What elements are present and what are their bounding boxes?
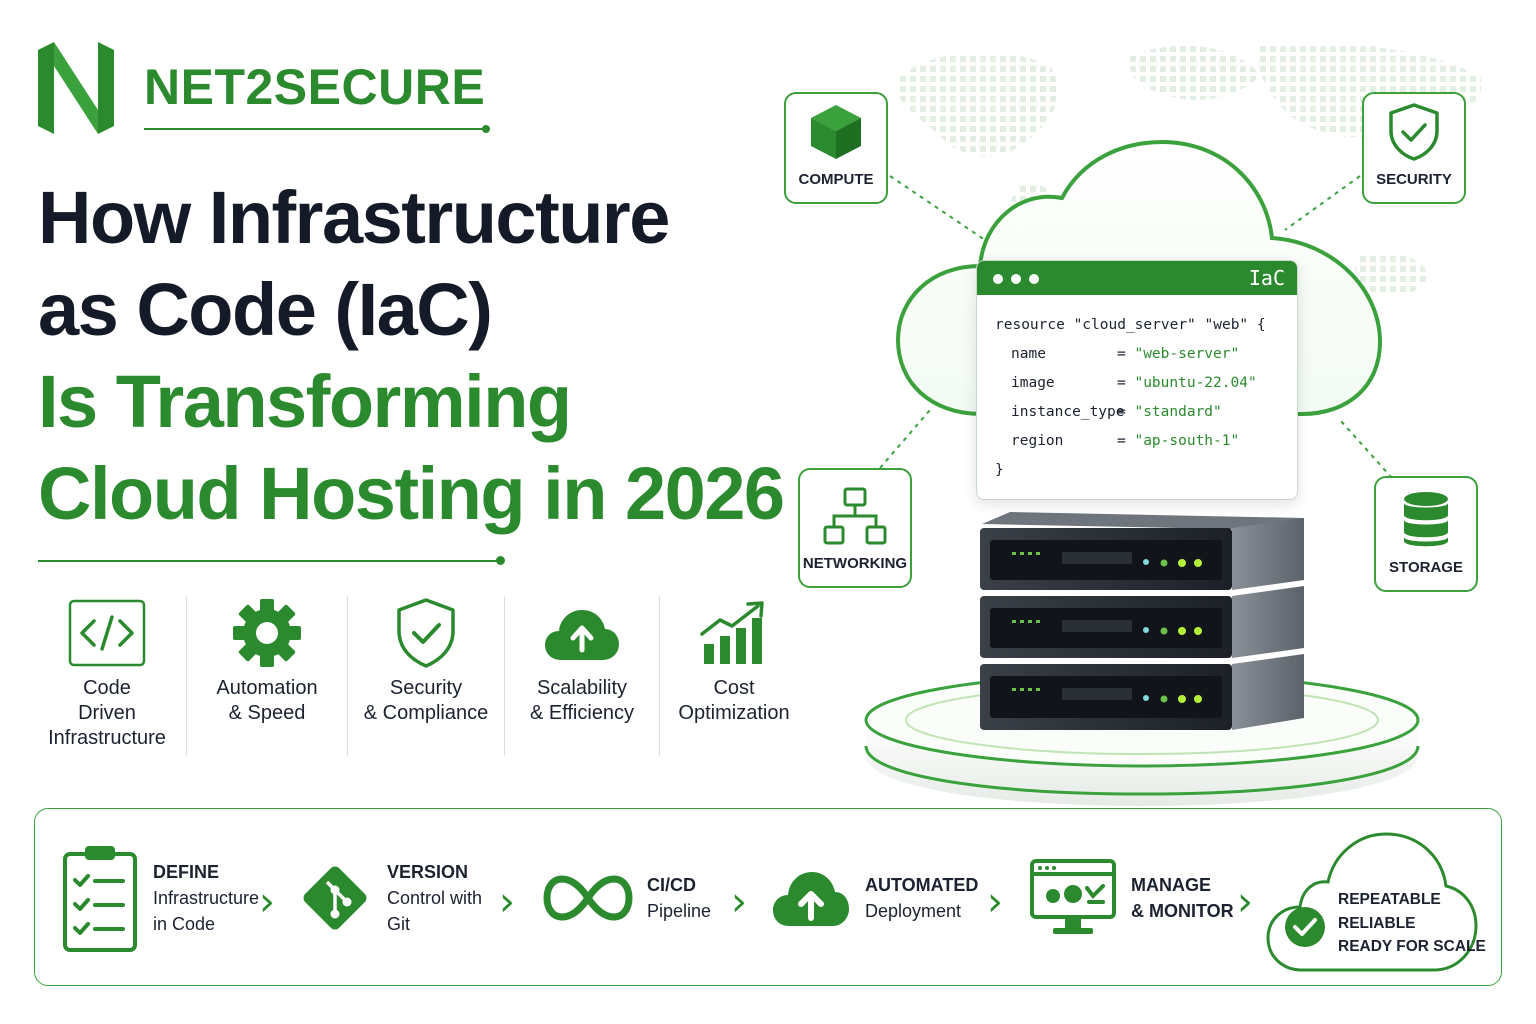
code-line: name= "web-server" (1011, 346, 1240, 362)
code-window-tag: IaC (1248, 266, 1285, 290)
shield-check-icon (1389, 103, 1439, 161)
code-line: image= "ubuntu-22.04" (1011, 375, 1257, 391)
flow-step-text: CI/CD Pipeline (647, 875, 712, 921)
code-line: } (995, 462, 1004, 478)
networking-label: NETWORKING (802, 555, 908, 572)
monitor-dashboard-icon (1030, 859, 1116, 934)
cube-icon (811, 105, 861, 159)
result-line: RELIABLE (1338, 914, 1416, 932)
chevron-right-icon: › (987, 879, 1003, 925)
flow-step-text: AUTOMATED Deployment (865, 875, 979, 921)
storage-label: STORAGE (1389, 559, 1463, 576)
flow-step-manage: MANAGE & MONITOR (1029, 809, 1234, 987)
cloud-upload-icon (545, 610, 619, 660)
code-icon (68, 599, 146, 667)
iac-workflow: DEFINE Infrastructure in Code › VERSION … (34, 808, 1502, 986)
feature-row: Code Driven Infrastructure Automation (28, 596, 798, 756)
headline-line-3: Is Transforming (38, 360, 572, 443)
flow-step-text: MANAGE & MONITOR (1131, 875, 1234, 921)
headline-line-1: How Infrastructure (38, 176, 670, 259)
connector-lines (879, 175, 1393, 479)
result-line: REPEATABLE (1338, 891, 1441, 908)
code-window-titlebar: IaC (977, 261, 1297, 295)
feature-label: Security & Compliance (363, 677, 489, 724)
flow-step-cicd: CI/CD Pipeline (543, 809, 711, 987)
flow-step-text: DEFINE Infrastructure in Code (153, 862, 260, 934)
iac-code-window: IaC resource "cloud_server" "web" { name=… (976, 260, 1298, 500)
brand-name: NET2SECURE (144, 59, 486, 115)
code-line: instance_type= "standard" (1011, 404, 1222, 420)
feature-cost: Cost Optimization (660, 596, 808, 756)
window-dot (1011, 274, 1021, 284)
server-rack (980, 512, 1304, 730)
git-icon (303, 866, 367, 930)
code-block: resource "cloud_server" "web" { name= "we… (977, 295, 1297, 485)
chevron-right-icon: › (731, 879, 747, 925)
feature-label: Scalability & Efficiency (529, 677, 635, 724)
security-label: SECURITY (1376, 171, 1452, 188)
headline-divider (38, 560, 500, 562)
headline-line-2: as Code (IaC) (38, 268, 493, 351)
feature-automation: Automation & Speed (187, 596, 348, 756)
feature-scalability: Scalability & Efficiency (505, 596, 660, 756)
feature-label: Cost Optimization (678, 677, 790, 724)
chevron-right-icon: › (1237, 879, 1253, 925)
compute-badge: COMPUTE (784, 92, 888, 204)
infinity-icon (543, 875, 633, 921)
code-line: region= "ap-south-1" (1011, 433, 1240, 449)
bar-chart-growth-icon (700, 601, 764, 664)
feature-code-driven: Code Driven Infrastructure (28, 596, 187, 756)
brand-divider-dot (482, 125, 490, 133)
window-dot (1029, 274, 1039, 284)
feature-label: Automation & Speed (216, 677, 318, 724)
headline-line-4: Cloud Hosting in 2026 (38, 452, 785, 535)
feature-label: Code Driven Infrastructure (48, 677, 166, 749)
flow-step-define: DEFINE Infrastructure in Code (61, 809, 259, 987)
result-line: READY FOR SCALE (1338, 938, 1486, 955)
network-icon (823, 487, 887, 545)
shield-check-icon (397, 598, 455, 668)
gear-icon (233, 599, 301, 667)
result-text: REPEATABLE RELIABLE READY FOR SCALE (1338, 888, 1486, 959)
brand-divider (144, 128, 486, 130)
flow-step-version: VERSION Control with Git (297, 809, 482, 987)
headline-divider-dot (496, 556, 505, 565)
flow-step-deploy: AUTOMATED Deployment (771, 809, 978, 987)
security-badge: SECURITY (1362, 92, 1466, 204)
headline: How Infrastructure as Code (IaC) Is Tran… (38, 172, 785, 540)
database-icon (1404, 492, 1448, 547)
check-circle-icon (1285, 907, 1325, 947)
feature-security: Security & Compliance (348, 596, 505, 756)
code-line: resource "cloud_server" "web" { (995, 317, 1266, 333)
cloud-upload-icon (773, 872, 849, 926)
networking-badge: NETWORKING (798, 468, 912, 588)
chevron-right-icon: › (499, 879, 515, 925)
compute-label: COMPUTE (798, 171, 874, 188)
storage-badge: STORAGE (1374, 476, 1478, 592)
clipboard-checklist-icon (63, 846, 137, 952)
window-dot (993, 274, 1003, 284)
chevron-right-icon: › (259, 879, 275, 925)
brand-logo-icon (38, 42, 114, 134)
flow-step-text: VERSION Control with Git (387, 862, 483, 934)
